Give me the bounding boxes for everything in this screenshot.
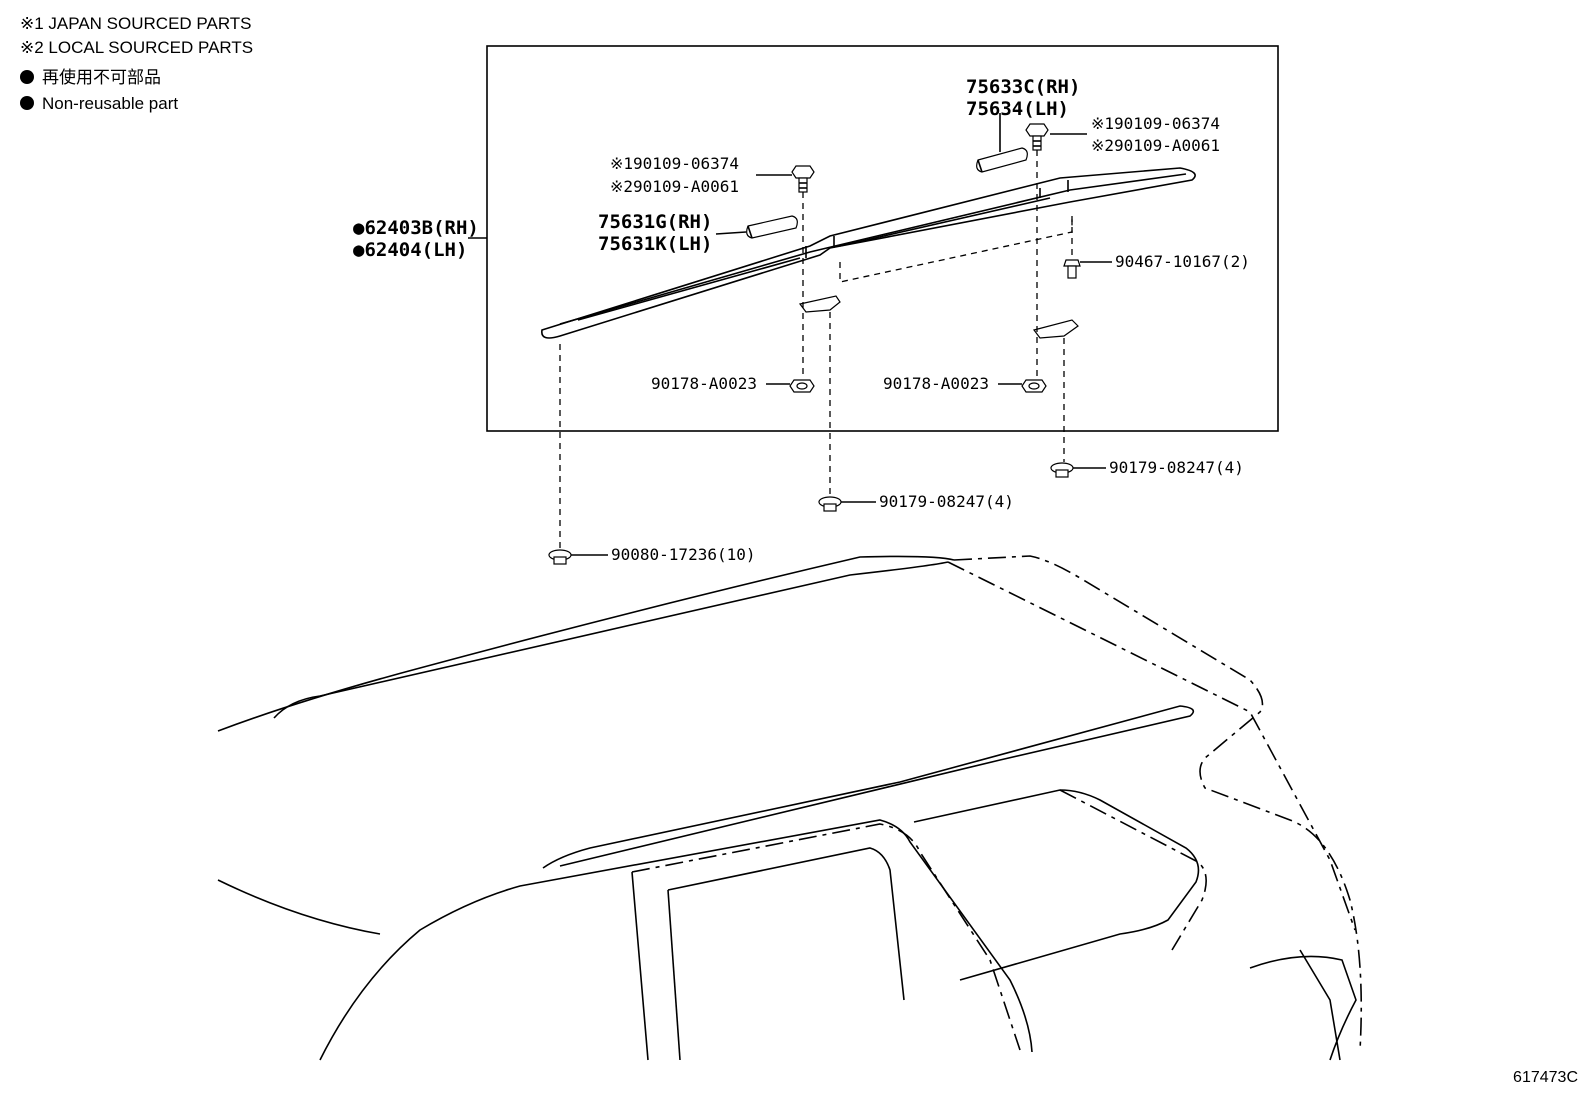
grommet-left xyxy=(818,496,842,512)
label-bolt-left-jp: ※190109-06374 xyxy=(610,154,739,173)
label-cover-b-rh: 75633C(RH) xyxy=(966,76,1080,98)
bracket-left xyxy=(798,295,841,313)
legend-non-reusable-en: Non-reusable part xyxy=(20,94,178,114)
label-rail-rh: ●62403B(RH) xyxy=(353,217,479,239)
label-grommet-front: 90080-17236(10) xyxy=(611,545,756,564)
legend-non-reusable-jp: 再使用不可部品 xyxy=(20,68,161,88)
installation-lines xyxy=(559,150,1073,548)
leader-lines xyxy=(468,113,1112,556)
label-bolt-left-local: ※290109-A0061 xyxy=(610,177,739,196)
label-nut-right: 90178-A0023 xyxy=(883,374,989,393)
clip-90467 xyxy=(1063,259,1081,279)
label-nut-left: 90178-A0023 xyxy=(651,374,757,393)
label-grommet-left: 90179-08247(4) xyxy=(879,492,1014,511)
legend-non-reusable-en-text: Non-reusable part xyxy=(42,94,179,113)
roof-rail xyxy=(541,167,1196,339)
legend-note-local: ※2 LOCAL SOURCED PARTS xyxy=(20,38,254,57)
figure-id: 617473C xyxy=(1513,1069,1578,1086)
label-cover-a-lh: 75631K(LH) xyxy=(598,233,712,255)
bullet-icon xyxy=(20,70,34,84)
cover-75633 xyxy=(976,147,1028,173)
label-cover-b-lh: 75634(LH) xyxy=(966,98,1069,120)
label-clip: 90467-10167(2) xyxy=(1115,252,1250,271)
bracket-right xyxy=(1032,319,1079,339)
nut-left xyxy=(789,379,815,393)
label-bolt-right-jp: ※190109-06374 xyxy=(1091,114,1220,133)
legend-note-japan: ※1 JAPAN SOURCED PARTS xyxy=(20,14,252,33)
label-cover-a-rh: 75631G(RH) xyxy=(598,211,712,233)
bolt-left xyxy=(791,165,815,193)
label-bolt-right-local: ※290109-A0061 xyxy=(1091,136,1220,155)
nut-right xyxy=(1021,379,1047,393)
grommet-front xyxy=(548,549,572,565)
grommet-right xyxy=(1050,462,1074,478)
legend-non-reusable-jp-text: 再使用不可部品 xyxy=(42,68,161,87)
label-grommet-right: 90179-08247(4) xyxy=(1109,458,1244,477)
label-rail-lh: ●62404(LH) xyxy=(353,239,467,261)
bolt-right xyxy=(1025,123,1049,151)
bullet-icon xyxy=(20,96,34,110)
cover-75631 xyxy=(746,215,798,239)
vehicle-outline xyxy=(217,555,1363,1061)
